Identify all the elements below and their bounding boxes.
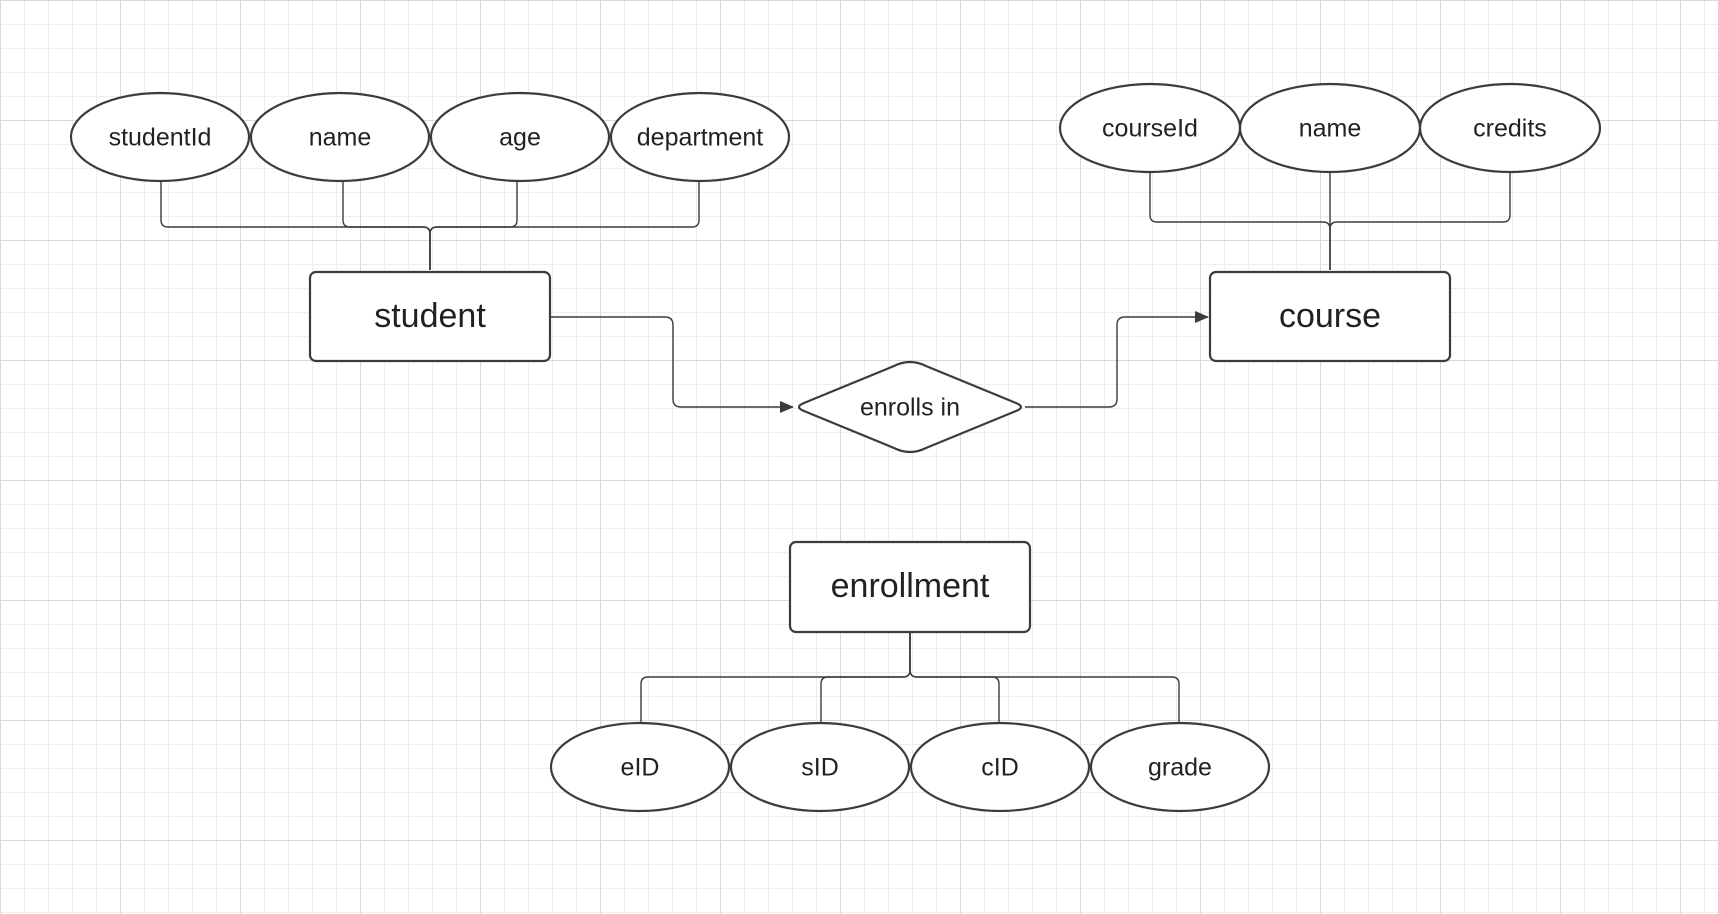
attribute-label: age — [499, 124, 541, 152]
attribute-age[interactable]: age — [429, 91, 611, 183]
attribute-label: name — [309, 124, 372, 152]
connector-enrollment-grade — [909, 633, 1180, 722]
connector-courseid-course — [1149, 173, 1331, 270]
attribute-eid[interactable]: eID — [549, 721, 731, 813]
entity-label: student — [374, 297, 486, 335]
attribute-label: cID — [981, 754, 1019, 782]
attribute-sid[interactable]: sID — [729, 721, 911, 813]
relationship-enrolls-in[interactable]: enrolls in — [797, 360, 1023, 454]
attribute-label: grade — [1148, 754, 1212, 782]
attribute-label: credits — [1473, 115, 1547, 143]
connector-age-student — [429, 182, 518, 270]
arrow-enrolls-to-course[interactable] — [1025, 311, 1209, 408]
attribute-label: name — [1299, 115, 1362, 143]
entity-course[interactable]: course — [1208, 270, 1452, 363]
attribute-label: studentId — [109, 124, 212, 152]
attribute-course-name[interactable]: name — [1238, 82, 1422, 174]
attribute-courseid[interactable]: courseId — [1058, 82, 1242, 174]
entity-student[interactable]: student — [308, 270, 552, 363]
attribute-label: courseId — [1102, 115, 1198, 143]
attribute-department[interactable]: department — [609, 91, 791, 183]
entity-enrollment[interactable]: enrollment — [788, 540, 1032, 634]
attribute-label: department — [637, 124, 764, 152]
attribute-name[interactable]: name — [249, 91, 431, 183]
attribute-label: eID — [621, 754, 660, 782]
entity-label: enrollment — [831, 567, 990, 605]
connector-studentid-student — [160, 182, 431, 270]
attribute-studentid[interactable]: studentId — [69, 91, 251, 183]
enrollment-attribute-connectors — [640, 633, 1180, 722]
entity-label: course — [1279, 297, 1381, 335]
connector-enrollment-sid — [820, 633, 911, 722]
attribute-credits[interactable]: credits — [1418, 82, 1602, 174]
relationship-label: enrolls in — [860, 394, 960, 422]
attribute-cid[interactable]: cID — [909, 721, 1091, 813]
course-attribute-connectors — [1149, 173, 1511, 270]
attribute-grade[interactable]: grade — [1089, 721, 1271, 813]
student-attribute-connectors — [160, 182, 700, 270]
connector-name-student — [342, 182, 431, 270]
connector-department-student — [429, 182, 700, 270]
arrow-student-to-enrolls[interactable] — [550, 316, 794, 413]
attribute-label: sID — [801, 754, 839, 782]
connector-credits-course — [1329, 173, 1511, 270]
